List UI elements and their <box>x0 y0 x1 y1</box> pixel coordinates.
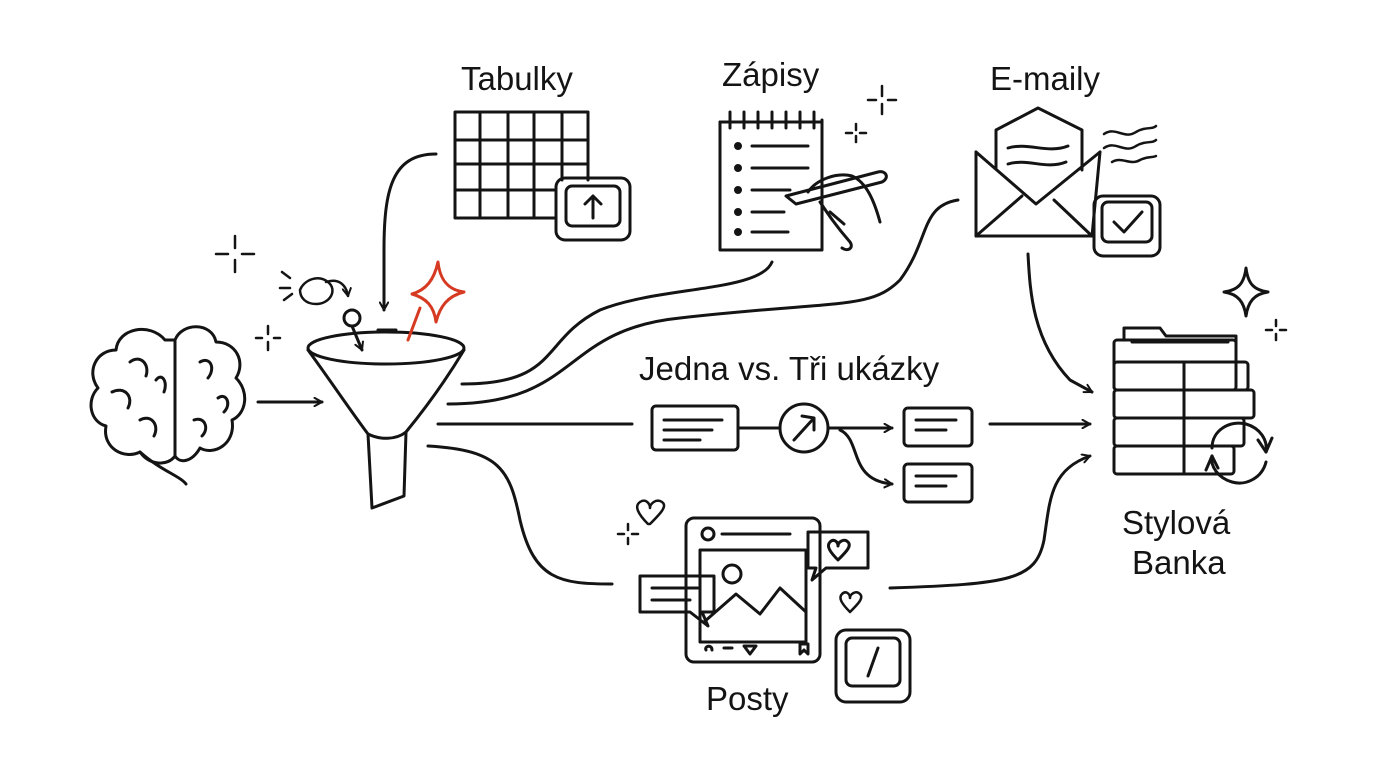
heart-icon <box>636 499 863 614</box>
sparkle-icon <box>616 522 640 546</box>
diagonal-arrow-icon <box>778 402 830 454</box>
heart-bubble-icon <box>806 530 870 582</box>
wavy-lines-icon <box>1102 124 1158 164</box>
funnel-icon <box>306 308 466 510</box>
emails-to-bank-arrow <box>1026 252 1094 394</box>
checkmark-key-icon <box>1092 194 1162 258</box>
funnel-to-posts-connector <box>426 444 614 586</box>
filing-cabinet-icon <box>1112 326 1256 476</box>
droplet-icon <box>298 277 348 306</box>
examples-label: Jedna vs. Tři ukázky <box>639 350 940 387</box>
tables-label: Tabulky <box>461 60 573 97</box>
emails-label: E-maily <box>990 60 1101 97</box>
table-to-funnel-arrow <box>384 152 438 312</box>
funnel-to-notes-connector <box>460 260 774 386</box>
envelope-icon <box>974 106 1102 238</box>
text-card-icon <box>902 462 974 504</box>
table-grid-icon <box>453 110 590 220</box>
slash-key-icon <box>834 628 912 704</box>
style-bank-label-line2: Banka <box>1132 544 1226 581</box>
social-post-icon <box>684 516 822 664</box>
brain-icon <box>89 325 247 486</box>
posts-label: Posty <box>706 680 789 717</box>
sparkle-icon <box>214 234 294 352</box>
sparkle-icon <box>406 260 466 342</box>
arrow-up-key-icon <box>554 176 632 242</box>
examples-arrow-lower <box>838 428 894 484</box>
text-card-icon <box>650 404 740 452</box>
posts-to-bank-arrow <box>888 456 1092 590</box>
notepad-icon <box>718 110 824 252</box>
chat-bubble-icon <box>638 574 716 628</box>
style-bank-label-line1: Stylová <box>1122 504 1231 541</box>
notes-label: Zápisy <box>722 56 820 93</box>
refresh-icon <box>1204 421 1274 485</box>
writing-hand-icon <box>784 170 888 252</box>
sparkle-icon <box>1222 266 1288 342</box>
funnel-to-emails-connector <box>446 198 960 406</box>
text-card-icon <box>902 406 974 448</box>
sparkle-icon <box>844 84 898 144</box>
